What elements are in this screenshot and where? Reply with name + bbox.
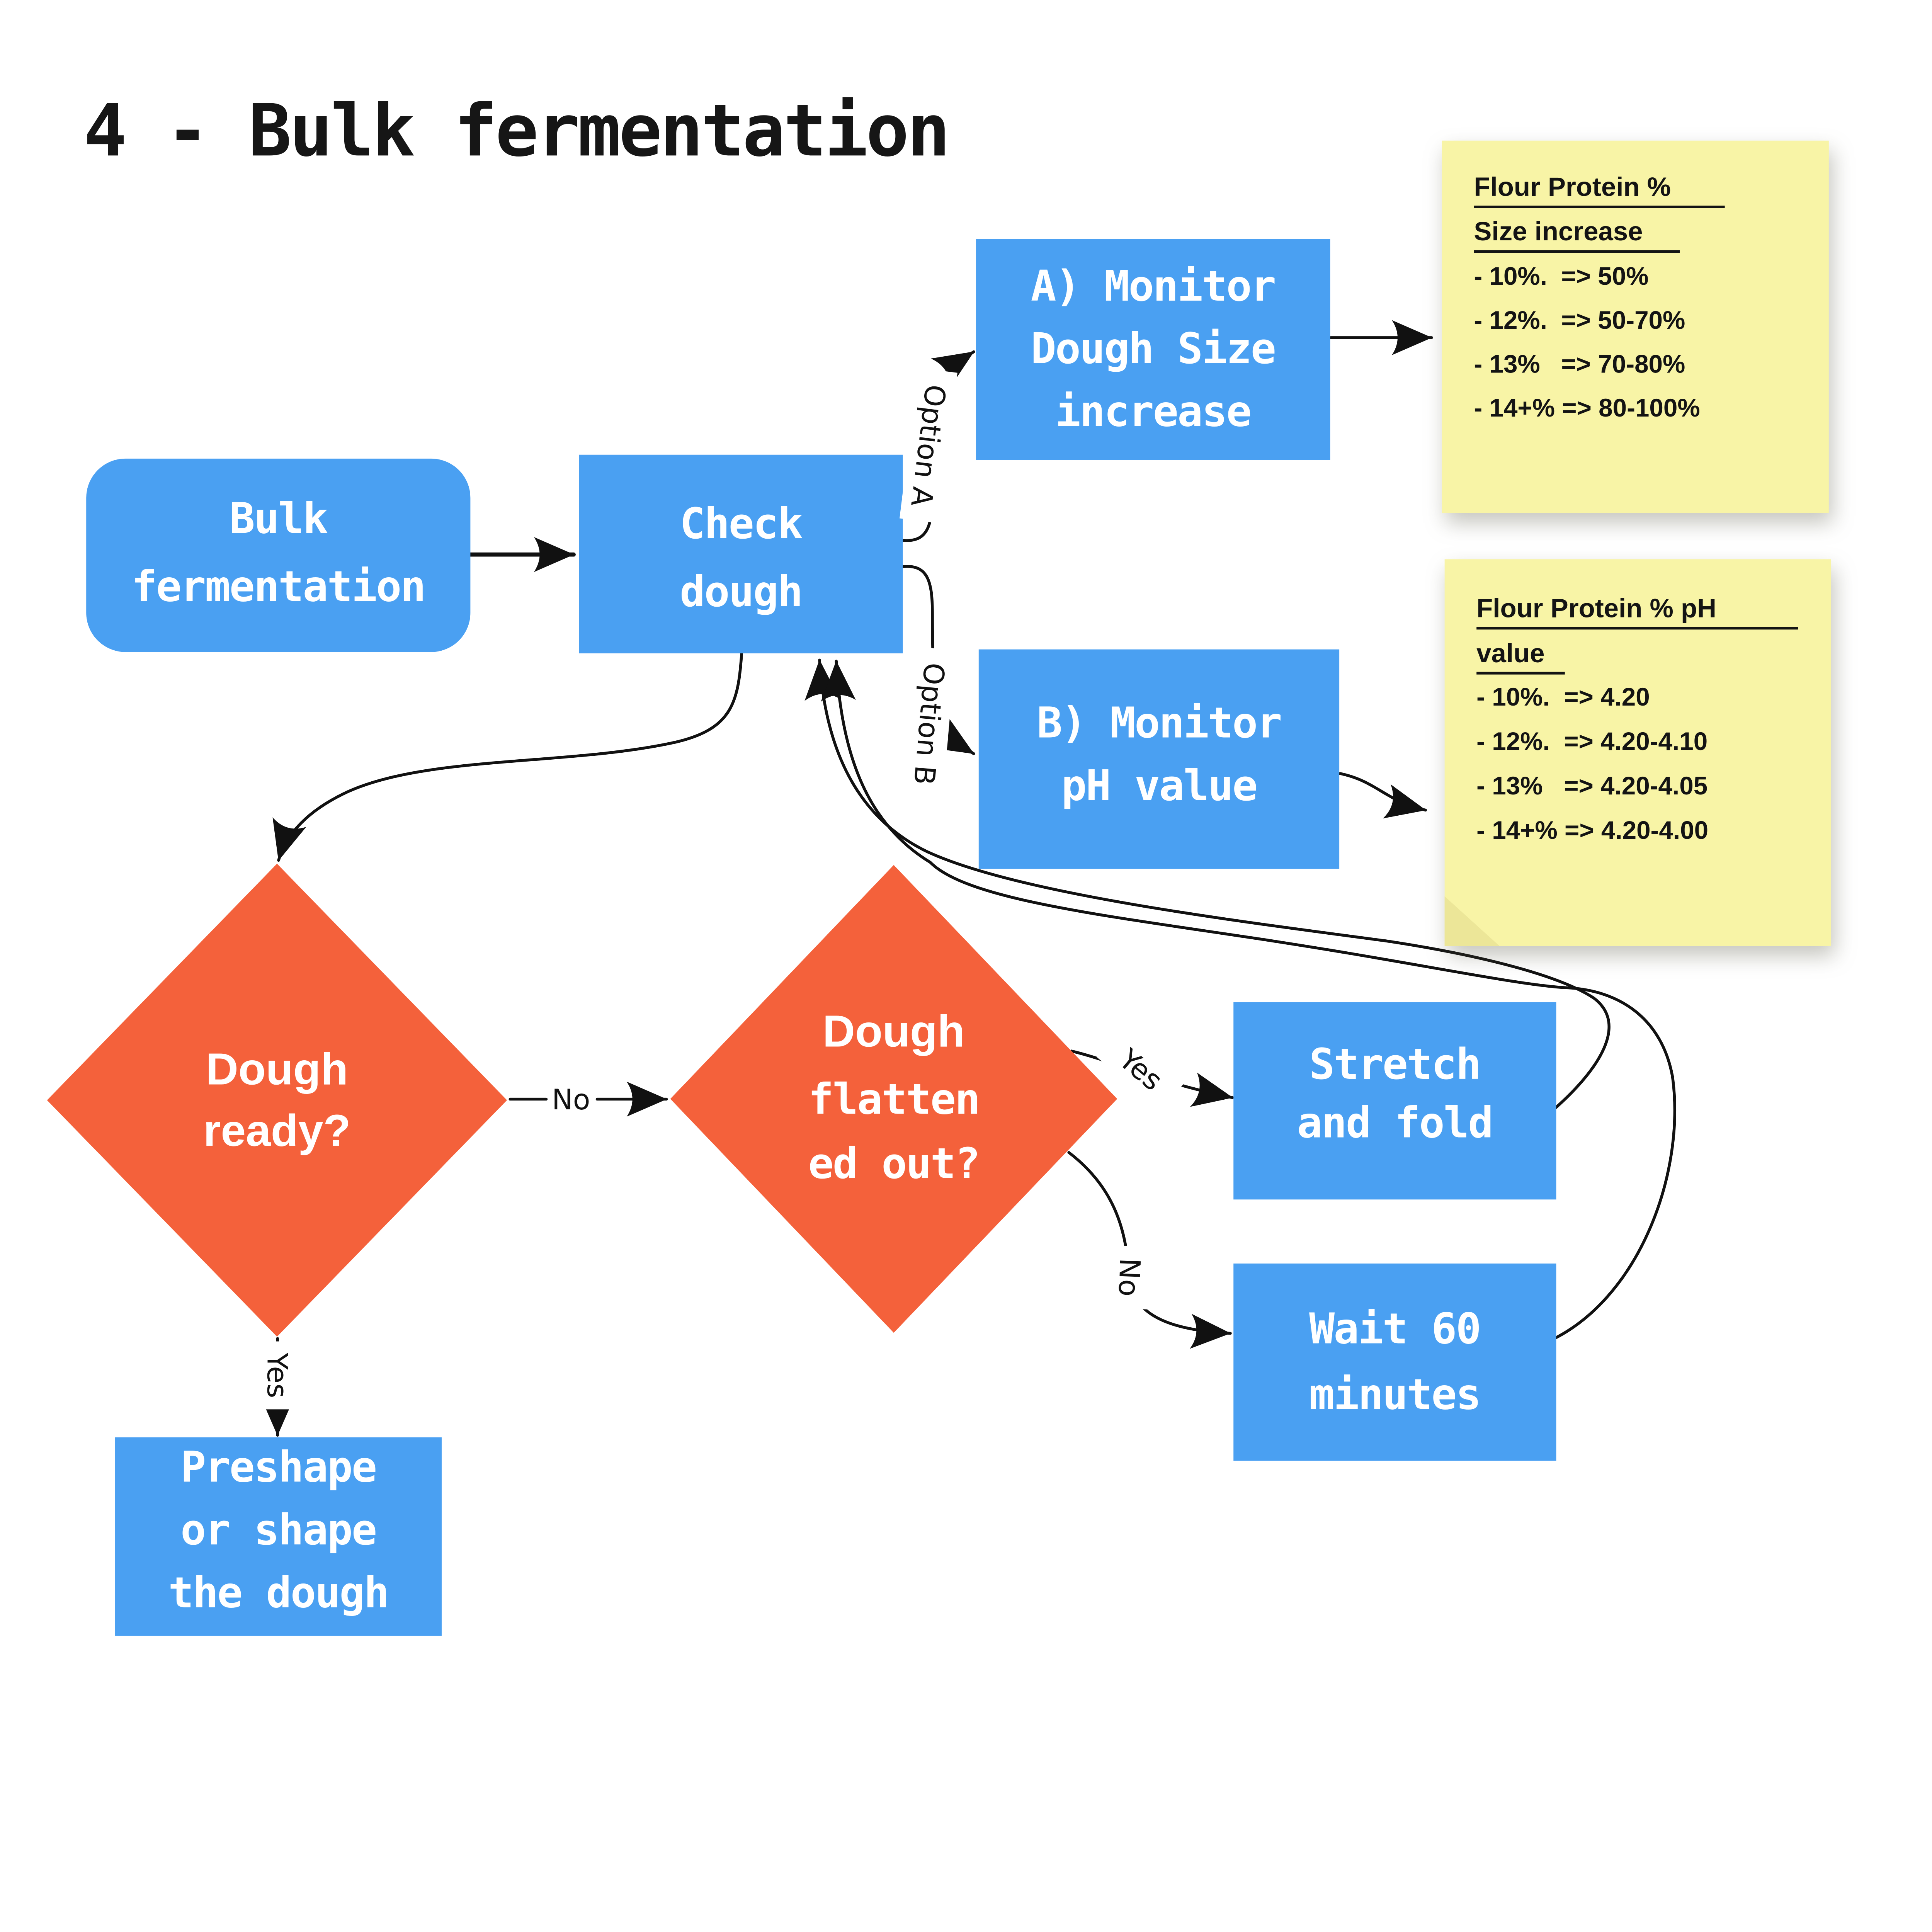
note2-item: - 12%. => 4.20-4.10 [1476,727,1708,755]
node-check-dough-shape [579,454,903,653]
edge-label-yes-ready: Yes [259,1341,296,1410]
node-bulk-fermentation-shape [86,458,471,652]
node-label: Stretch [1309,1039,1480,1089]
node-dough-flattened: Dough flatten ed out? [670,865,1117,1333]
node-monitor-ph: B) Monitor pH value [978,649,1340,869]
node-label: Preshape [180,1442,376,1492]
node-label: dough [680,567,802,616]
sticky-note-ph-value: Flour Protein % pH value - 10%. => 4.20 … [1444,559,1831,946]
node-dough-ready: Dough ready? [47,864,507,1337]
label-bg [1109,1245,1150,1310]
label-bg [903,646,956,801]
node-wait-60-minutes: Wait 60 minutes [1233,1263,1556,1461]
node-label: fermentation [132,562,425,611]
node-label: B) Monitor [1037,698,1281,748]
node-label: ed out? [808,1139,980,1188]
label-bg [900,368,957,524]
node-label: or shape [180,1505,376,1554]
node-label: increase [1055,386,1251,436]
node-label: Dough Size [1031,324,1275,373]
note2-item: - 14+% => 4.20-4.00 [1476,816,1708,844]
node-wait-60-minutes-shape [1233,1263,1556,1461]
node-label: the dough [168,1568,388,1617]
node-stretch-and-fold-shape [1233,1002,1556,1200]
node-dough-ready-shape [47,864,507,1337]
edge-stretch-return-to-check [804,658,1611,1110]
node-label: Dough [823,1006,965,1056]
edge-label-option-b: Option B [903,646,956,801]
note1-item: - 10%. => 50% [1474,262,1648,290]
flowchart-canvas: 4 - Bulk fermentation Flour Protein % Si… [47,88,1831,1636]
node-label: pH value [1061,761,1257,810]
edge-monitor-ph-to-note [1338,772,1427,819]
note1-title-line1: Flour Protein % [1474,172,1671,202]
node-label: ready? [203,1105,350,1156]
node-dough-flattened-shape [670,865,1117,1333]
node-label: flatten [808,1074,980,1124]
node-check-dough: Check dough [579,454,903,653]
sticky-note-paper [1444,559,1831,946]
note2-item: - 13% => 4.20-4.05 [1476,772,1708,800]
note1-item: - 12%. => 50-70% [1474,306,1685,334]
edge-check-to-monitor-ph [902,565,975,755]
node-preshape-shape [115,1437,442,1636]
edge-wait-return-to-check [821,660,1676,1340]
note1-title-line2: Size increase [1474,216,1643,246]
note1-item: - 13% => 70-80% [1474,350,1685,378]
note1-item: - 14+% => 80-100% [1474,394,1700,422]
node-label: and fold [1297,1098,1493,1147]
node-label: Bulk [230,494,328,543]
node-bulk-fermentation: Bulk fermentation [86,458,471,652]
page: 4 - Bulk fermentation Flour Protein % Si… [47,88,1831,1636]
node-label: A) Monitor [1031,261,1275,311]
note2-title-line1: Flour Protein % pH [1476,593,1716,623]
edge-label-option-a: Option A [900,368,957,524]
sticky-note-size-increase: Flour Protein % Size increase - 10%. => … [1442,140,1829,513]
note2-title-line2: value [1476,638,1544,668]
node-label: Dough [206,1044,348,1094]
node-preshape: Preshape or shape the dough [115,1437,442,1636]
page-title: 4 - Bulk fermentation [83,88,948,172]
edge-label-text: Yes [261,1352,294,1398]
edge-check-to-dough-ready [272,652,743,862]
sticky-note-paper [1442,140,1829,513]
node-monitor-ph-shape [978,649,1340,869]
node-monitor-dough-size: A) Monitor Dough Size increase [976,239,1330,460]
edge-no-to-wait [1067,1151,1232,1349]
node-label: Wait 60 [1309,1304,1480,1353]
node-label: minutes [1309,1370,1480,1419]
node-monitor-dough-size-shape [976,239,1330,460]
node-label: Check [680,499,803,548]
label-bg [259,1341,296,1410]
edge-label-no-flattened: No [1109,1245,1150,1310]
edge-label-no-ready: No [552,1083,590,1116]
edge-label-text: No [1112,1258,1146,1297]
label-bg [1097,1028,1185,1111]
node-stretch-and-fold: Stretch and fold [1233,1002,1556,1200]
note2-item: - 10%. => 4.20 [1476,683,1650,711]
